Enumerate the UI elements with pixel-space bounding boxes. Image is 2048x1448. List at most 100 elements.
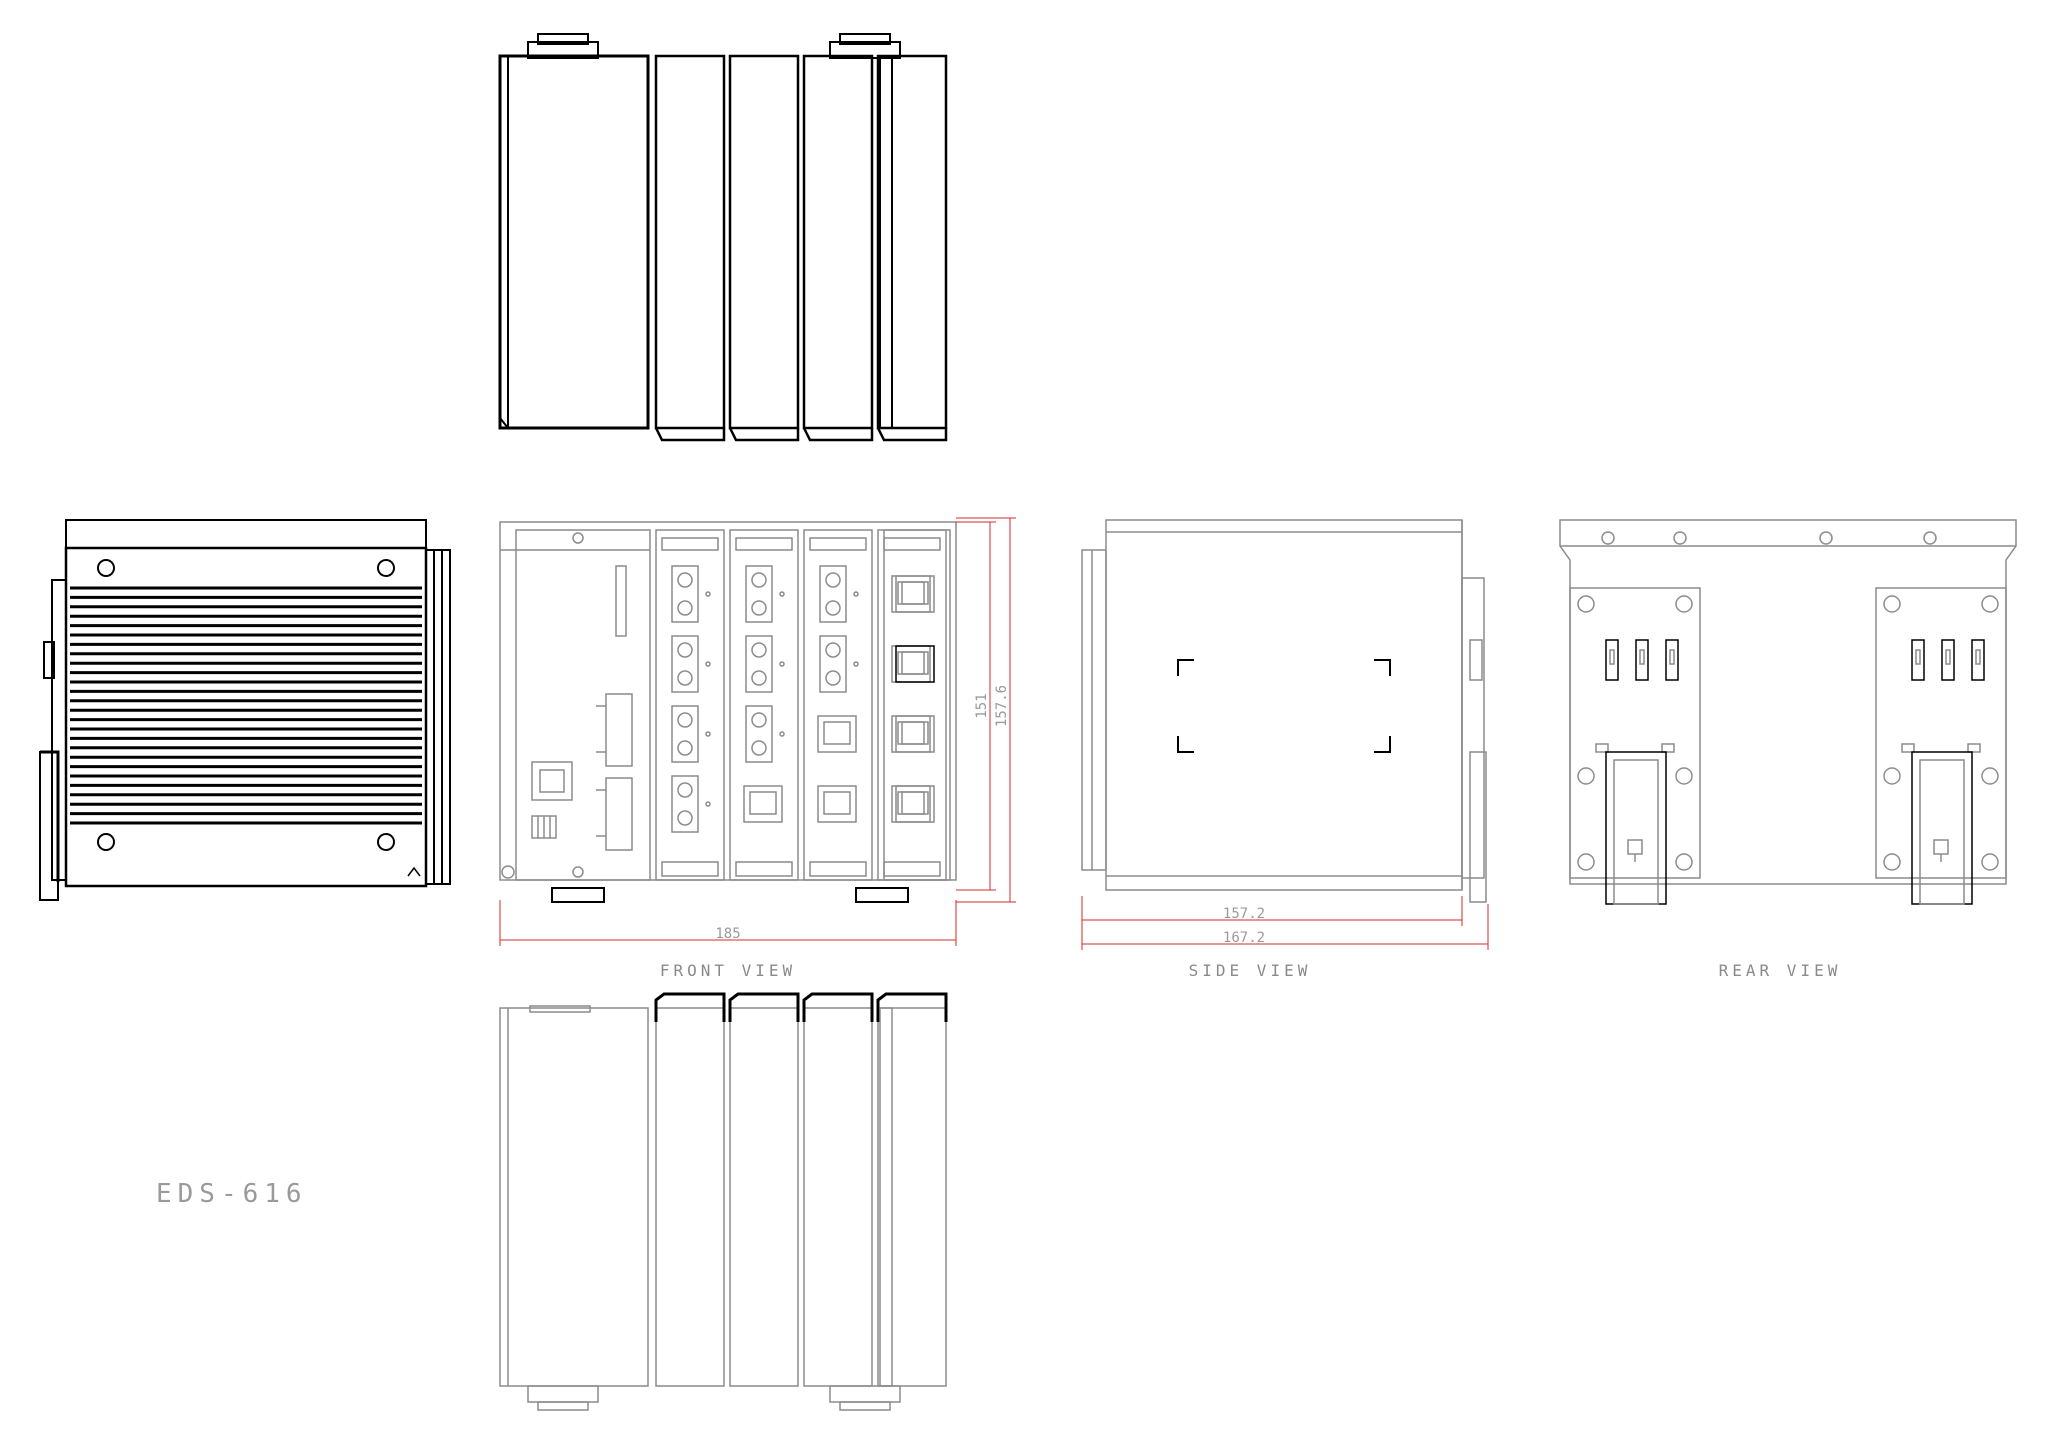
fiber-port-icon (671, 705, 711, 763)
rj45-port-icon (743, 785, 783, 823)
front-module-5 (883, 529, 951, 881)
front-module-2 (729, 529, 799, 881)
dim-front-height-inner: 151 (974, 693, 990, 718)
left-top-rail (65, 519, 427, 549)
rj45-port-icon (895, 575, 935, 613)
top-module-4 (876, 54, 948, 430)
mounting-screw-icon (377, 559, 395, 577)
rear-mounting-plates (1569, 587, 2007, 905)
dip-switch-icon (531, 815, 557, 839)
front-module-3 (803, 529, 873, 881)
bottom-modules (654, 992, 948, 1387)
module-header (661, 537, 719, 551)
dim-front-width: 185 (715, 926, 740, 942)
mounting-screw-icon (97, 833, 115, 851)
side-end-plate (1461, 577, 1485, 879)
bottom-module-lip-3 (802, 992, 874, 1022)
side-din-clip (1469, 751, 1487, 903)
top-base-unit (498, 54, 650, 430)
side-view (1081, 519, 1487, 903)
top-module-2 (728, 54, 800, 430)
bottom-module-2 (729, 1007, 799, 1387)
front-view (499, 521, 957, 903)
module-header (883, 537, 941, 551)
din-rail-clip-icon (855, 887, 909, 903)
fiber-port-icon (671, 635, 711, 693)
fiber-port-icon (745, 635, 785, 693)
module-header (735, 537, 793, 551)
rear-plate-2 (1875, 587, 2007, 905)
top-module-lip-1 (654, 427, 726, 442)
din-rail-clip-icon (39, 751, 59, 901)
rj45-port-icon (895, 785, 935, 823)
top-connector-right (829, 41, 901, 59)
bottom-base-unit (499, 1007, 649, 1387)
bottom-module-3 (803, 1007, 873, 1387)
front-modules (655, 529, 951, 881)
fiber-port-icon (819, 565, 859, 623)
rear-outline (1559, 519, 2017, 885)
top-modules (654, 54, 948, 442)
side-dimensions (1081, 896, 1489, 950)
bottom-module-1 (655, 1007, 725, 1387)
bottom-module-4 (877, 1007, 947, 1387)
din-rail-clip-icon (551, 887, 605, 903)
dim-front-height-outer: 157.6 (994, 685, 1010, 727)
bottom-connector-left (527, 1385, 599, 1403)
front-module-1 (655, 529, 725, 881)
rear-view (1559, 519, 2017, 905)
rj45-port-icon (895, 645, 935, 683)
top-connector-left-cap (537, 33, 589, 45)
dim-side-depth-inner: 157.2 (1223, 906, 1265, 922)
heat-sink-fins-icon (70, 586, 422, 825)
mounting-screw-icon (97, 559, 115, 577)
top-module-lip-4 (876, 427, 948, 442)
label-area-corners (1177, 659, 1391, 753)
module-footer (661, 861, 719, 877)
rear-plate-1 (1569, 587, 1701, 905)
led-panel (615, 565, 627, 637)
rj45-port-icon (817, 785, 857, 823)
dim-side-depth-outer: 167.2 (1223, 930, 1265, 946)
top-module-3 (802, 54, 874, 430)
caption-front-view: FRONT VIEW (660, 961, 796, 980)
left-side-view (39, 519, 451, 901)
module-footer (809, 861, 867, 877)
side-din-plate (1081, 549, 1107, 871)
top-module-lip-3 (802, 427, 874, 442)
fiber-port-icon (671, 775, 711, 833)
left-latch (43, 641, 55, 679)
front-dimensions (499, 517, 1016, 946)
fiber-port-icon (819, 635, 859, 693)
rj45-port-icon (531, 761, 573, 801)
fiber-port-icon (745, 565, 785, 623)
fiber-port-icon (745, 705, 785, 763)
caption-rear-view: REAR VIEW (1719, 961, 1842, 980)
front-outline (499, 521, 957, 881)
rj45-port-icon (895, 715, 935, 753)
top-module-lip-2 (728, 427, 800, 442)
mounting-screw-icon (377, 833, 395, 851)
bottom-module-lip-2 (728, 992, 800, 1022)
fiber-port-icon (671, 565, 711, 623)
front-base-unit (515, 529, 651, 881)
top-view (498, 33, 948, 442)
model-label: EDS-616 (156, 1179, 308, 1209)
caption-side-view: SIDE VIEW (1189, 961, 1312, 980)
left-end-plate (425, 549, 451, 885)
module-footer (883, 861, 941, 877)
module-footer (735, 861, 793, 877)
bottom-view (499, 992, 948, 1411)
terminal-block-icon (596, 693, 633, 851)
bottom-module-lip-1 (654, 992, 726, 1022)
din-rail-clip-icon (1605, 751, 1667, 905)
module-header (809, 537, 867, 551)
top-module-1 (654, 54, 726, 430)
din-rail-clip-icon (1911, 751, 1973, 905)
bottom-connector-right (829, 1385, 901, 1403)
top-connector-right-cap (839, 33, 891, 45)
side-body (1105, 519, 1463, 891)
top-connector-left (527, 41, 599, 59)
bottom-module-lip-4 (876, 992, 948, 1022)
